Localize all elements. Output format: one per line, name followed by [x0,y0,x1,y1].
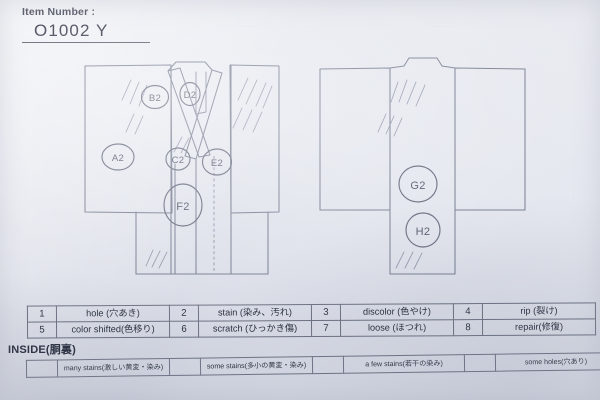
garment-diagrams: .pl { fill:none; stroke:#737a8e; stroke-… [0,52,600,292]
back-shading-hatches [377,79,426,270]
kimono-back-outline [319,57,526,275]
mark-H2-label: H2 [416,226,431,238]
table-row: many stains(激しい黄変・染み) some stains(多小の黄変・… [26,352,600,378]
kimono-front-outline [84,61,280,275]
mark-G2[interactable]: G2 [398,165,438,203]
defect-code-table: 1 hole (穴あき) 2 stain (染み、汚れ) 3 discolor … [27,302,596,339]
mark-A2[interactable]: A2 [101,143,135,171]
defect-code-5: 5 [27,321,57,339]
mark-C2[interactable]: C2 [165,147,191,171]
inside-caption-3: a few stains(若干の染み) [343,354,465,374]
inside-checkbox-2[interactable] [169,358,201,376]
defect-code-3: 3 [311,304,341,321]
defect-code-7: 7 [311,320,341,337]
defect-code-1: 1 [27,305,57,323]
mark-A2-label: A2 [112,153,124,164]
defect-desc-7: loose (ほつれ) [340,319,454,337]
table-row: 5 color shifted(色移り) 6 scratch (ひっかき傷) 7… [27,318,596,339]
mark-B2[interactable]: B2 [140,84,170,110]
defect-desc-5: color shifted(色移り) [56,321,170,338]
defect-code-8: 8 [453,319,483,336]
front-shading-hatches [121,77,273,269]
defect-desc-4: rip (裂け) [482,302,596,320]
defect-code-4: 4 [453,303,483,320]
defect-desc-3: discolor (色やけ) [340,303,454,321]
inside-section-label: INSIDE(胴裏) [8,344,76,356]
mark-C2-label: C2 [172,155,185,166]
defect-desc-1: hole (穴あき) [56,305,170,322]
sheet-header: Item Number : O1002 Y [22,6,150,43]
defect-desc-8: repair(修復) [482,318,596,336]
defect-desc-2: stain (染み、汚れ) [198,304,312,322]
garment-diagram-svg: .pl { fill:none; stroke:#737a8e; stroke-… [84,57,526,275]
inside-caption-1: many stains(激しい黄変・染み) [57,358,170,377]
mark-E2-label: E2 [211,158,223,169]
inside-checkbox-4[interactable] [464,354,496,372]
mark-G2-label: G2 [410,180,425,192]
item-number-label: Item Number : [22,6,96,18]
inside-caption-4: some holes(穴あり) [495,352,600,372]
defect-code-6: 6 [169,321,199,338]
mark-F2-label: F2 [176,201,189,213]
inside-condition-table: many stains(激しい黄変・染み) some stains(多小の黄変・… [26,352,600,378]
mark-D2-label: D2 [184,90,197,101]
inside-caption-2: some stains(多小の黄変・染み) [200,356,313,376]
item-number-field[interactable]: O1002 Y [22,21,150,43]
item-number-value: O1002 Y [34,21,109,40]
defect-code-2: 2 [169,305,199,322]
mark-F2[interactable]: F2 [163,183,203,227]
mark-H2[interactable]: H2 [405,212,441,248]
inside-checkbox-1[interactable] [26,359,58,378]
inside-checkbox-3[interactable] [312,356,344,374]
mark-B2-label: B2 [149,93,161,104]
mark-D2[interactable]: D2 [179,81,201,107]
defect-desc-6: scratch (ひっかき傷) [198,320,312,338]
mark-E2[interactable]: E2 [201,148,233,176]
